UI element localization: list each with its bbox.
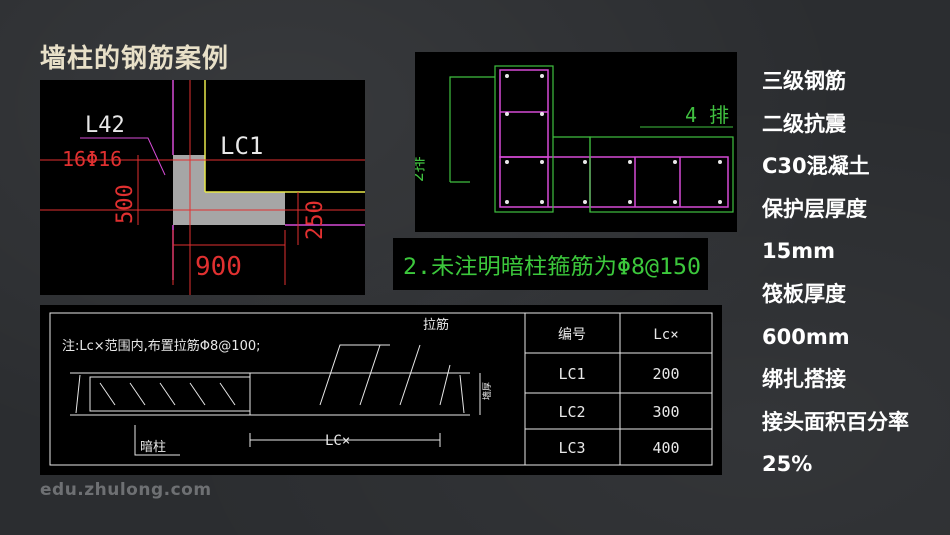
parameter-item: C30混凝土 [762, 154, 870, 179]
parameter-list: 三级钢筋 二级抗震 C30混凝土 保护层厚度 15mm 筏板厚度 600mm 绑… [762, 64, 909, 490]
bar-spec-label: 16Φ16 [62, 147, 122, 171]
wall-label: 墙厚 [481, 382, 493, 400]
dim-500: 500 [113, 184, 138, 224]
parameter-item: 接头面积百分率 [762, 409, 909, 434]
dim-250: 250 [303, 200, 328, 240]
table-cell: LC3 [558, 439, 585, 457]
table-cell: LC1 [558, 365, 585, 383]
table-cell: LC2 [558, 403, 585, 421]
note-banner-text: 2.未注明暗柱箍筋为Φ8@150 [403, 255, 701, 280]
detail-note: 注:Lc×范围内,布置拉筋Φ8@100; [62, 338, 261, 354]
note-banner: 2.未注明暗柱箍筋为Φ8@150 [393, 238, 708, 290]
parameter-item: 三级钢筋 [762, 69, 846, 93]
dim-900: 900 [195, 252, 242, 282]
rebar-dots [505, 74, 722, 204]
lc-dim-label: LC× [325, 433, 350, 449]
table-header-lc: Lc× [653, 327, 678, 343]
parameter-item: 600mm [762, 324, 850, 349]
parameter-item: 25% [762, 452, 813, 477]
table-cell: 300 [652, 403, 679, 421]
watermark: edu.zhulong.com [40, 480, 212, 500]
side-rows-label: 2排 [415, 156, 427, 182]
tie-label: 拉筋 [423, 317, 449, 333]
table-cell: 200 [652, 365, 679, 383]
slide-title: 墙柱的钢筋案例 [40, 44, 230, 74]
cad-drawing-detail: 注:Lc×范围内,布置拉筋Φ8@100; 拉筋 LC× 暗柱 墙厚 编号 Lc×… [40, 305, 722, 475]
hidden-column-label: 暗柱 [140, 440, 166, 455]
cad-drawing-rebar-layout: 4 排 2排 [415, 52, 737, 232]
table-header-id: 编号 [558, 327, 586, 343]
column-section [173, 155, 285, 225]
bar-id-label: L42 [85, 113, 125, 138]
table-cell: 400 [652, 439, 679, 457]
cad-drawing-lc1: L42 16Φ16 LC1 500 250 900 [40, 80, 365, 295]
column-label: LC1 [220, 132, 263, 160]
parameter-item: 保护层厚度 [762, 196, 867, 221]
parameter-item: 二级抗震 [762, 111, 846, 136]
parameter-item: 15mm [762, 239, 835, 264]
parameter-item: 筏板厚度 [762, 281, 846, 306]
parameter-item: 绑扎搭接 [762, 367, 846, 392]
rows-label: 4 排 [685, 103, 729, 127]
